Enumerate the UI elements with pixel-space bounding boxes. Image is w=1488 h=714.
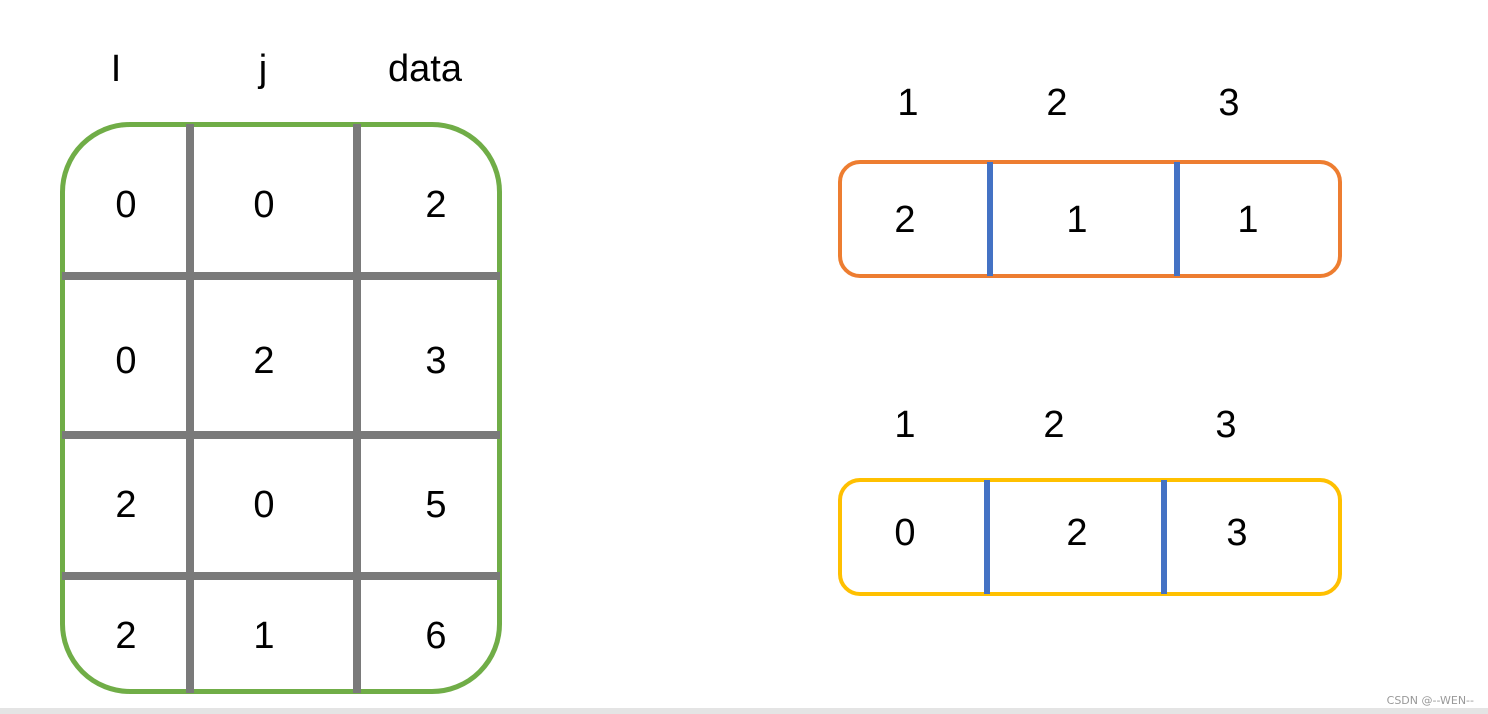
table-cell: 2 bbox=[253, 340, 275, 382]
table-column-divider-1 bbox=[186, 124, 194, 693]
table-cell: 0 bbox=[253, 184, 275, 226]
array2-cell-divider-1 bbox=[984, 480, 990, 594]
array2-box bbox=[838, 478, 1342, 596]
table-cell: 2 bbox=[115, 484, 137, 526]
table-row-divider-1 bbox=[62, 272, 500, 280]
table-row-divider-2 bbox=[62, 431, 500, 439]
table-header-j: j bbox=[258, 48, 268, 90]
array2-cell-value: 3 bbox=[1226, 512, 1248, 554]
table-cell: 0 bbox=[115, 184, 137, 226]
bottom-scroll-bar bbox=[0, 708, 1488, 714]
array2-cell-value: 2 bbox=[1066, 512, 1088, 554]
table-cell: 2 bbox=[115, 615, 137, 657]
table-cell: 6 bbox=[425, 615, 447, 657]
array1-index-label: 2 bbox=[1046, 82, 1068, 124]
array2-index-label: 3 bbox=[1215, 404, 1237, 446]
table-cell: 3 bbox=[425, 340, 447, 382]
array2-index-label: 2 bbox=[1043, 404, 1065, 446]
table-row-divider-3 bbox=[62, 572, 500, 580]
table-cell: 0 bbox=[253, 484, 275, 526]
table-cell: 2 bbox=[425, 184, 447, 226]
array1-cell-value: 2 bbox=[894, 199, 916, 241]
table-column-divider-2 bbox=[353, 124, 361, 693]
array2-index-label: 1 bbox=[894, 404, 916, 446]
array1-box bbox=[838, 160, 1342, 278]
array1-cell-divider-1 bbox=[987, 162, 993, 276]
table-cell: 1 bbox=[253, 615, 275, 657]
table-header-data: data bbox=[388, 48, 462, 90]
array1-index-label: 3 bbox=[1218, 82, 1240, 124]
array2-cell-divider-2 bbox=[1161, 480, 1167, 594]
watermark-text: CSDN @--WEN-- bbox=[1386, 694, 1474, 707]
array1-cell-divider-2 bbox=[1174, 162, 1180, 276]
triplet-table-frame bbox=[60, 122, 502, 694]
table-header-i: I bbox=[110, 48, 122, 90]
table-cell: 0 bbox=[115, 340, 137, 382]
table-cell: 5 bbox=[425, 484, 447, 526]
array2-cell-value: 0 bbox=[894, 512, 916, 554]
array1-index-label: 1 bbox=[897, 82, 919, 124]
array1-cell-value: 1 bbox=[1237, 199, 1259, 241]
array1-cell-value: 1 bbox=[1066, 199, 1088, 241]
